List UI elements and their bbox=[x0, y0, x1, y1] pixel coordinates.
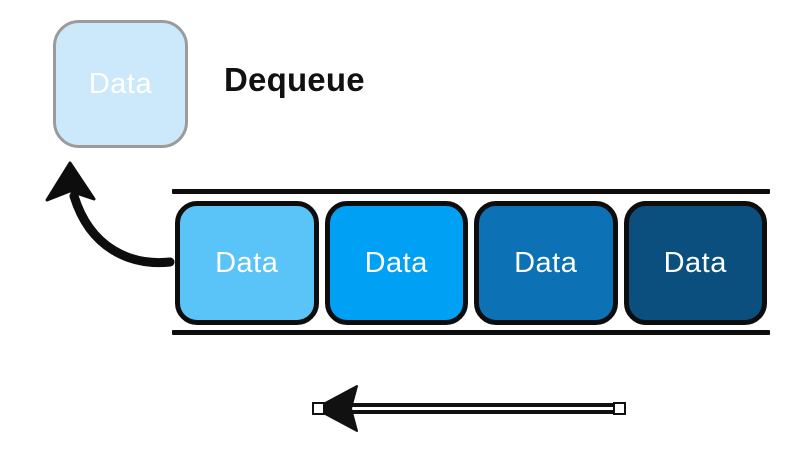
dequeued-data-box[interactable]: Data bbox=[53, 20, 188, 148]
queue-container: Data Data Data Data bbox=[172, 186, 770, 338]
queue-cell-2-label: Data bbox=[364, 246, 428, 279]
queue-cell-3-label: Data bbox=[514, 246, 578, 279]
queue-cells: Data Data Data Data bbox=[175, 201, 767, 325]
queue-bottom-rail bbox=[172, 330, 770, 335]
queue-top-rail bbox=[172, 189, 770, 194]
queue-flow-arrow[interactable] bbox=[312, 385, 626, 432]
dequeued-data-label: Data bbox=[88, 67, 153, 100]
flow-arrow-handle-left[interactable] bbox=[312, 402, 325, 415]
queue-cell-4-label: Data bbox=[663, 246, 727, 279]
queue-cell-3[interactable]: Data bbox=[474, 201, 618, 325]
queue-cell-1-label: Data bbox=[215, 246, 279, 279]
dequeue-curved-arrow[interactable] bbox=[45, 161, 175, 268]
queue-cell-4[interactable]: Data bbox=[623, 201, 767, 325]
queue-cell-1[interactable]: Data bbox=[175, 201, 319, 325]
queue-cell-2[interactable]: Data bbox=[324, 201, 468, 325]
page-title: Dequeue bbox=[224, 61, 365, 98]
flow-arrow-handle-right[interactable] bbox=[613, 402, 626, 415]
